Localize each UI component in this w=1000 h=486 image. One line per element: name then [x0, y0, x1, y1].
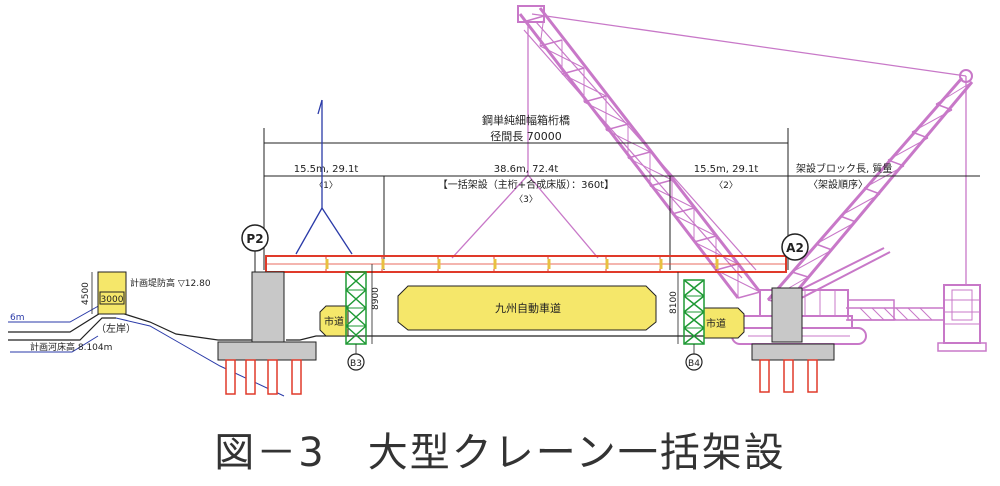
crane-erection-diagram: 鋼単純細幅箱桁橋 径間長 70000 15.5m, 29.1t 〈1〉 38.6… — [8, 5, 987, 397]
abutment-a2 — [751, 287, 835, 393]
levee-height-label: 計画堤防高 ▽12.80 — [130, 277, 211, 289]
hoist-lines — [295, 99, 353, 255]
main-boom — [517, 5, 762, 299]
segment-center-label: 38.6m, 72.4t — [494, 164, 559, 175]
crane-body — [731, 289, 944, 345]
segment-left-order: 〈1〉 — [314, 180, 338, 191]
pier-p2 — [217, 271, 317, 395]
abutment-a2-label: A2 — [786, 241, 804, 255]
span-length-label: 径間長 70000 — [490, 130, 562, 143]
water-level-label: 6m — [10, 313, 25, 323]
counterweight-unit — [937, 284, 987, 352]
segment-left-label: 15.5m, 29.1t — [294, 164, 359, 175]
luffing-jib — [766, 69, 974, 305]
ground-profile — [8, 311, 740, 341]
riverbed-label: 計画河床高 8.104m — [30, 341, 112, 353]
segment-right-label: 15.5m, 29.1t — [694, 164, 759, 175]
bent-b4-label: B4 — [688, 359, 700, 369]
left-bank-label: （左岸） — [96, 322, 136, 335]
expressway-block — [397, 285, 657, 331]
height-4500-label: 4500 — [81, 282, 91, 305]
bent-b3-label: B3 — [350, 359, 362, 369]
box-3000-label: 3000 — [101, 295, 124, 305]
segment-center-note: 【一括架設（主桁+合成床版）：360t】 — [438, 178, 614, 191]
city-road-left-label: 市道 — [324, 315, 344, 328]
river-slope — [8, 303, 285, 397]
expressway-label: 九州自動車道 — [495, 301, 561, 315]
bent-b4-marker — [685, 353, 703, 371]
city-road-right-label: 市道 — [706, 317, 726, 330]
levee-block — [91, 271, 127, 315]
block-note-label: 架設ブロック長, 質量 — [796, 162, 892, 175]
bent-b3 — [345, 264, 373, 354]
bent-b3-marker — [347, 353, 365, 371]
box-girder — [265, 255, 787, 273]
segment-right-order: 〈2〉 — [714, 180, 738, 191]
segment-center-order: 〈3〉 — [514, 194, 538, 205]
figure-caption: 図－3 大型クレーン一括架設 — [214, 430, 786, 476]
abutment-a2-marker — [781, 233, 809, 261]
bridge-type-label: 鋼単純細幅箱桁橋 — [482, 113, 570, 127]
pier-p2-marker — [241, 224, 269, 272]
pier-p2-label: P2 — [246, 232, 263, 246]
block-order-label: 〈架設順序〉 — [808, 178, 868, 191]
bent-b4 — [677, 272, 705, 354]
height-8100-label: 8100 — [669, 291, 679, 314]
height-8900-label: 8900 — [371, 287, 381, 310]
